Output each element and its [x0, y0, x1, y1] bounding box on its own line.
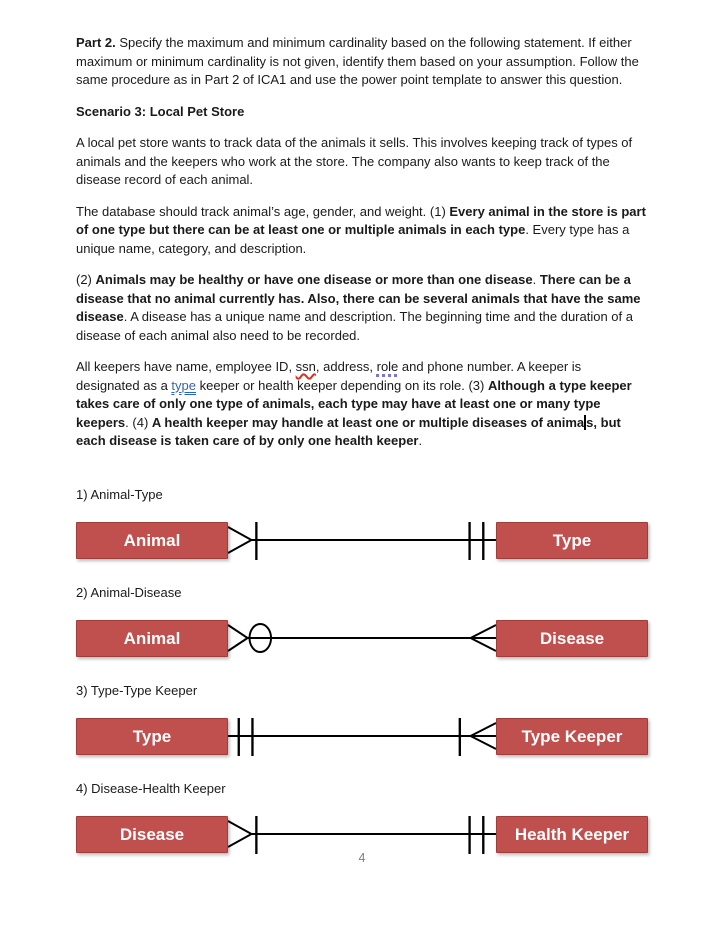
scenario-heading: Scenario 3: Local Pet Store	[76, 103, 648, 122]
cardinality-connector	[228, 521, 496, 560]
text-run: A local pet store wants to track data of…	[76, 135, 633, 187]
cardinality-connector	[228, 717, 496, 756]
text-run: Although a type keeper takes care of onl…	[76, 377, 632, 430]
text-run: Part 2.	[76, 35, 116, 50]
text-run: type	[171, 377, 196, 393]
entity-box-type-keeper[interactable]: Type Keeper	[496, 718, 648, 755]
diagram-row: Disease Health Keeper	[76, 812, 648, 858]
text-run: Specify the maximum and minimum cardinal…	[76, 35, 639, 87]
text-run: . Every type has a unique name, category…	[76, 222, 630, 256]
diagram-label: 3) Type-Type Keeper	[76, 682, 198, 698]
statement-2: (2) Animals may be healthy or have one d…	[76, 271, 648, 345]
cardinality-connector	[228, 622, 496, 653]
diagram-row: Type Type Keeper	[76, 714, 648, 760]
text-run: A health keeper may handle at least one …	[151, 414, 585, 430]
text-run: role	[376, 359, 399, 374]
text-run: s, but each disease is taken care of by …	[76, 414, 621, 449]
page-number: 4	[358, 851, 366, 865]
diagram-disease-healthkeeper: 4) Disease-Health Keeper Disease Health …	[76, 780, 648, 858]
entity-box-disease[interactable]: Disease	[496, 620, 648, 657]
document-text: Part 2. Specify the maximum and minimum …	[76, 34, 648, 451]
diagram-row: Animal Disease	[76, 616, 648, 662]
diagram-label: 1) Animal-Type	[76, 486, 163, 502]
text-run: The database should track animal’s age, …	[76, 203, 450, 219]
entity-box-animal[interactable]: Animal	[76, 620, 228, 657]
scenario-intro: A local pet store wants to track data of…	[76, 134, 648, 190]
text-run: There can be a disease that no animal cu…	[76, 272, 641, 324]
diagram-label: 2) Animal-Disease	[76, 584, 182, 600]
text-cursor	[584, 414, 587, 430]
text-run: and phone number. A keeper is designated…	[76, 359, 582, 393]
entity-box-type[interactable]: Type	[76, 718, 228, 755]
text-run: Every animal in the store is part of one…	[76, 203, 646, 238]
text-run: . A disease has a unique name and descri…	[76, 309, 633, 343]
text-run: Animals may be healthy or have one disea…	[95, 272, 533, 287]
text-run: All keepers have name, employee ID,	[76, 359, 296, 374]
diagram-label: 4) Disease-Health Keeper	[76, 780, 226, 796]
text-run: . (4)	[125, 414, 152, 430]
text-run: Scenario 3: Local Pet Store	[76, 103, 245, 119]
text-run: , address,	[315, 359, 377, 374]
text-run: .	[418, 433, 423, 448]
cardinality-diagrams: 1) Animal-Type Animal Type 2) Animal-Dis…	[76, 486, 648, 858]
text-run: (2)	[76, 272, 96, 287]
text-run: keeper or health keeper depending on its…	[195, 377, 488, 393]
text-run: .	[532, 272, 540, 287]
diagram-animal-disease: 2) Animal-Disease Animal Disease	[76, 584, 648, 662]
diagram-animal-type: 1) Animal-Type Animal Type	[76, 486, 648, 564]
diagram-type-typekeeper: 3) Type-Type Keeper Type Type Keeper	[76, 682, 648, 760]
entity-box-type[interactable]: Type	[496, 522, 648, 559]
entity-box-disease[interactable]: Disease	[76, 816, 228, 853]
statement-1: The database should track animal’s age, …	[76, 203, 648, 259]
part2-instructions: Part 2. Specify the maximum and minimum …	[76, 34, 648, 90]
entity-box-animal[interactable]: Animal	[76, 522, 228, 559]
statement-3-4: All keepers have name, employee ID, ssn,…	[76, 358, 648, 451]
diagram-row: Animal Type	[76, 518, 648, 564]
entity-box-health-keeper[interactable]: Health Keeper	[496, 816, 648, 853]
cardinality-connector	[228, 815, 496, 854]
text-run: ssn	[295, 359, 316, 374]
